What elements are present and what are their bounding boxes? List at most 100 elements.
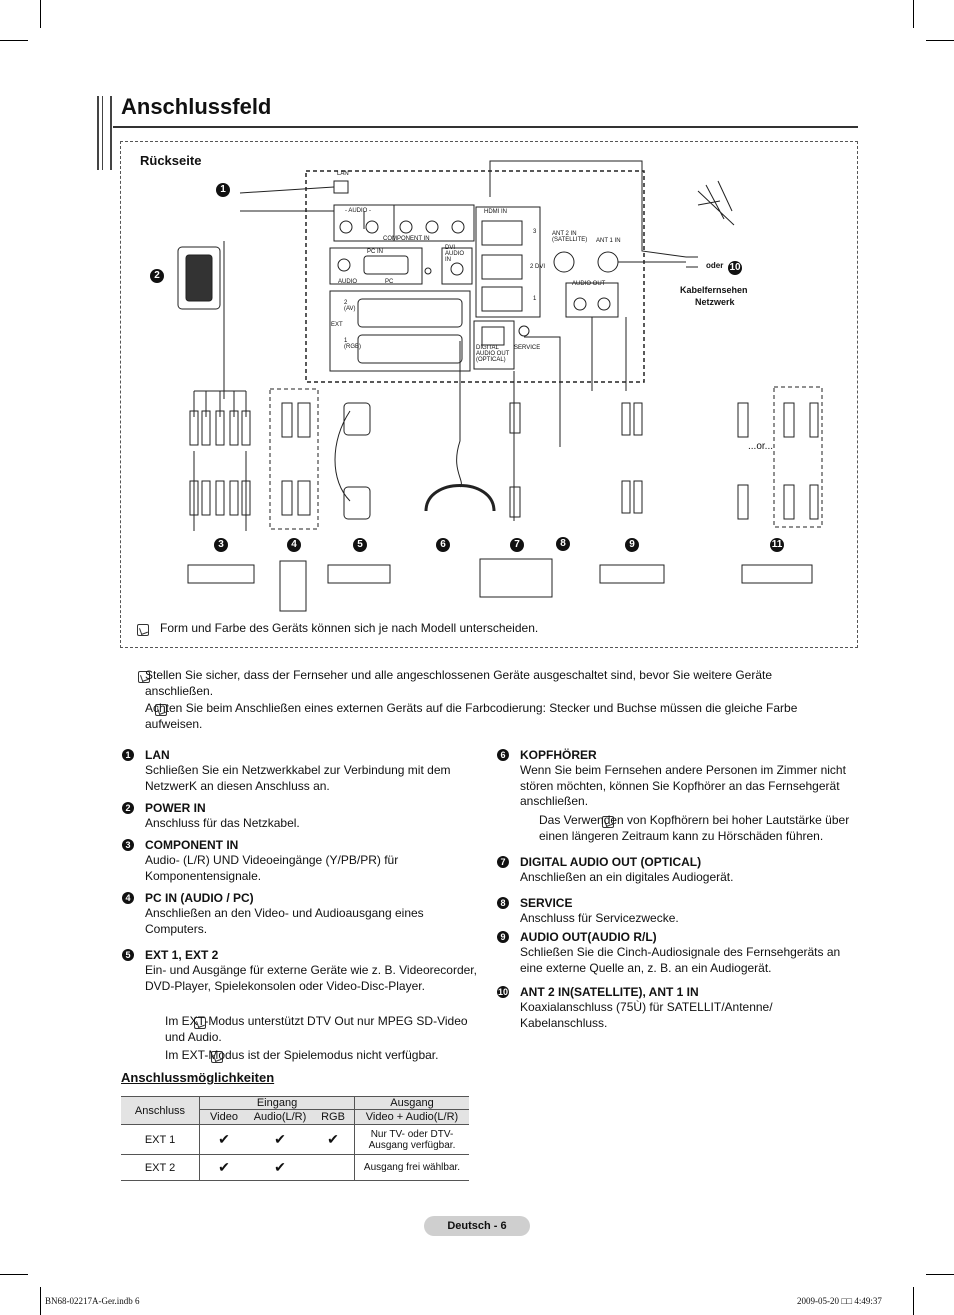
- note-text: Stellen Sie sicher, dass der Fernseher u…: [145, 668, 773, 698]
- item-body: Audio- (L/R) UND Videoeingänge (Y/PB/PR)…: [145, 853, 399, 883]
- dvi-audio-label: DVI AUDIO IN: [445, 245, 465, 263]
- pc-small-label: PC: [385, 279, 394, 285]
- item-number: 3: [122, 839, 134, 851]
- table-cell: [312, 1154, 355, 1181]
- av-label: 2 (AV): [344, 300, 356, 312]
- crop-mark: [913, 0, 914, 28]
- item-number: 7: [497, 856, 509, 868]
- crop-mark: [0, 1274, 28, 1275]
- vcr-device: [187, 564, 255, 584]
- table-row: EXT 1 ✔ ✔ ✔ Nur TV- oder DTV-Ausgang ver…: [121, 1124, 469, 1155]
- item-heading: SERVICE: [520, 896, 573, 910]
- crop-mark: [0, 40, 28, 41]
- vcr-device: [599, 564, 665, 584]
- audio-out-block: [565, 282, 619, 318]
- ant1-label: ANT 1 IN: [596, 238, 621, 244]
- diagram-number: 1: [216, 183, 230, 197]
- crop-mark: [40, 1287, 41, 1315]
- diagram-number: 6: [436, 538, 450, 552]
- item-number: 1: [122, 749, 134, 761]
- item-body: Anschluss für das Netzkabel.: [145, 816, 300, 830]
- kabel-label: Kabelfernsehen: [680, 285, 748, 295]
- item-number: 8: [497, 897, 509, 909]
- table-cell: EXT 2: [121, 1154, 200, 1181]
- jack: [425, 220, 439, 234]
- item-heading: EXT 1, EXT 2: [145, 948, 219, 962]
- item-number: 2: [122, 802, 134, 814]
- connection-diagram: [120, 141, 858, 648]
- note-icon: [137, 624, 149, 636]
- pc-device: [279, 560, 307, 612]
- item-heading: LAN: [145, 748, 170, 762]
- item-number: 5: [122, 949, 134, 961]
- connection-table: Anschluss Eingang Ausgang Video Audio(L/…: [121, 1096, 469, 1181]
- component-in-label: COMPONENT IN: [383, 236, 430, 242]
- dvi-audio-block: [441, 247, 473, 285]
- print-file: BN68-02217A-Ger.indb 6: [45, 1296, 140, 1306]
- diagram-number: 10: [728, 261, 742, 275]
- diagram-number: 3: [214, 538, 228, 552]
- audio-out-label: AUDIO OUT: [572, 281, 606, 287]
- item-heading: PC IN (AUDIO / PC): [145, 891, 254, 905]
- item-body: Wenn Sie beim Fernsehen andere Personen …: [520, 763, 846, 808]
- title-rule: [113, 126, 858, 128]
- diagram-number: 4: [287, 538, 301, 552]
- panel-outline: [305, 170, 645, 383]
- ext-label: EXT: [331, 322, 343, 328]
- optical-port: [481, 326, 505, 346]
- item-body: Anschluss für Servicezwecke.: [520, 911, 679, 925]
- item-heading: ANT 2 IN(SATELLITE), ANT 1 IN: [520, 985, 699, 999]
- table-cell: Nur TV- oder DTV-Ausgang verfügbar.: [354, 1124, 469, 1155]
- or-label: ...or...: [748, 441, 774, 452]
- rueckseite-label: Rückseite: [140, 153, 202, 168]
- jack: [365, 220, 379, 234]
- diagram-note: Form und Farbe des Geräts können sich je…: [160, 621, 539, 635]
- table-header: Anschluss: [121, 1096, 200, 1125]
- lan-label: LAN: [337, 171, 349, 177]
- item-heading: KOPFHÖRER: [520, 748, 597, 762]
- crop-mark: [926, 1274, 954, 1275]
- table-row: EXT 2 ✔ ✔ Ausgang frei wählbar.: [121, 1154, 469, 1181]
- table-cell: ✔: [248, 1124, 312, 1155]
- note-icon: [154, 704, 167, 716]
- diagram-number: 2: [150, 269, 164, 283]
- item-body: Schließen Sie ein Netzwerkkabel zur Verb…: [145, 763, 451, 793]
- oder-label: oder: [706, 261, 724, 270]
- item-number: 6: [497, 749, 509, 761]
- digital-audio-out-label: DIGITAL AUDIO OUT (OPTICAL): [476, 345, 510, 363]
- ext-note: Im EXT-Modus unterstützt DTV Out nur MPE…: [165, 1014, 468, 1044]
- item-heading: POWER IN: [145, 801, 206, 815]
- item-number: 4: [122, 892, 134, 904]
- table-header: Video: [199, 1109, 248, 1125]
- page-footer: Deutsch - 6: [424, 1216, 530, 1236]
- digital-audio-out-block: [473, 320, 515, 370]
- jack: [451, 220, 465, 234]
- vga-port: [363, 255, 409, 275]
- item-number: 10: [497, 986, 509, 998]
- hdmi-port: [481, 286, 523, 312]
- note-text: Achten Sie beim Anschließen eines extern…: [145, 701, 798, 731]
- antenna-icon: [697, 180, 735, 226]
- item-body: Ein- und Ausgänge für externe Geräte wie…: [145, 963, 477, 993]
- audio-system-device: [479, 558, 553, 598]
- audio-small-label: AUDIO: [338, 279, 358, 285]
- hdmi-1-label: 1: [533, 296, 537, 302]
- diagram-number: 11: [770, 538, 784, 552]
- item-body: Schließen Sie die Cinch-Audiosignale des…: [520, 945, 841, 975]
- note-icon: [602, 816, 615, 828]
- rgb-label: 1 (RGB): [344, 338, 361, 350]
- diagram-number: 5: [353, 538, 367, 552]
- scart-ext2: [357, 298, 463, 328]
- hdmi-2-label: 2 DVI: [530, 264, 546, 270]
- jack: [339, 220, 353, 234]
- power-in-port: [177, 246, 221, 310]
- pc-in-label: PC IN: [367, 249, 384, 255]
- hdmi-3-label: 3: [533, 229, 537, 235]
- table-cell: EXT 1: [121, 1124, 200, 1155]
- table-cell: ✔: [199, 1124, 248, 1155]
- table-header: Video + Audio(L/R): [354, 1109, 469, 1125]
- item-body: Anschließen an den Video- und Audioausga…: [145, 906, 424, 936]
- diagram-number: 8: [556, 537, 570, 551]
- headphone-icon: [424, 484, 496, 512]
- crop-mark: [913, 1287, 914, 1315]
